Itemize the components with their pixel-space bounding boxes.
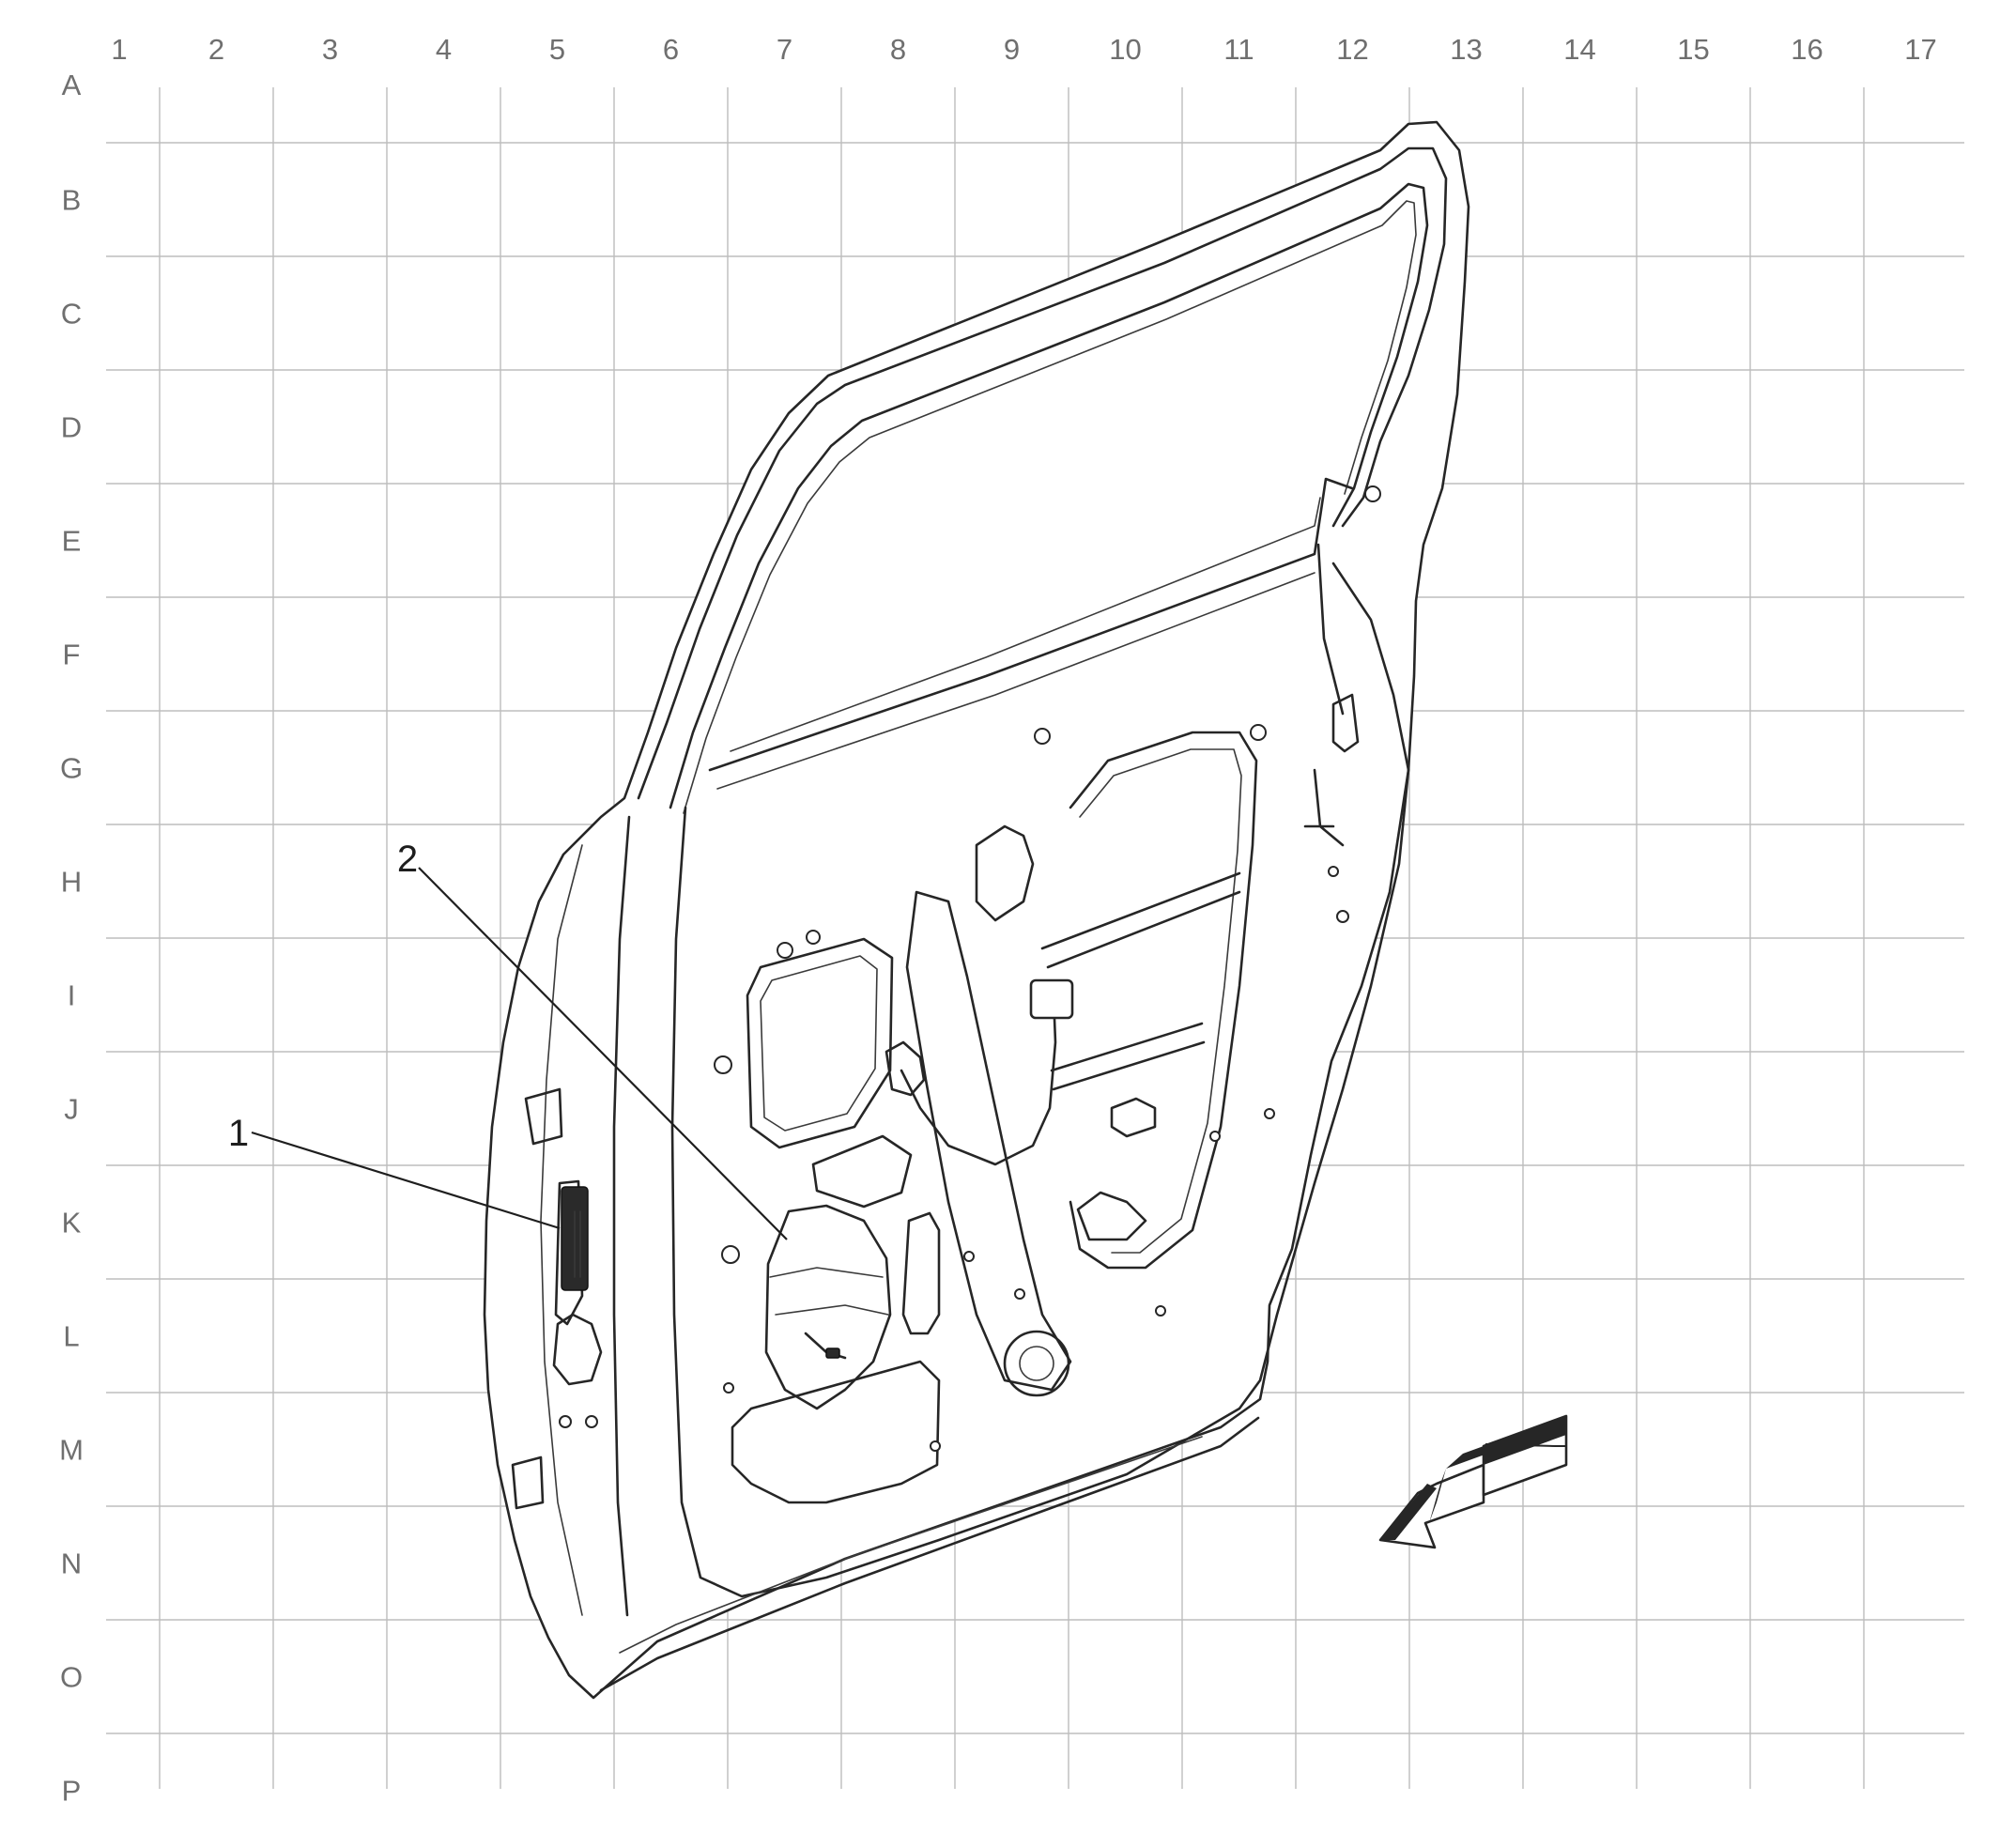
lower-sill-inner (619, 1436, 1203, 1654)
grid-row-label: A (62, 69, 82, 101)
wiring-connector-lower (825, 1348, 840, 1359)
grid-column-label: 11 (1223, 33, 1254, 66)
grid-column-label: 17 (1904, 33, 1936, 66)
water-deflector-seam (769, 1267, 889, 1316)
latch-connector-pins (574, 1210, 581, 1278)
grid-row-label: O (60, 1661, 83, 1694)
regulator-rail-lower (1050, 1022, 1206, 1091)
cutout-slot (901, 1211, 941, 1335)
grid-column-label: 15 (1677, 33, 1709, 66)
grid-row-label: N (61, 1548, 82, 1580)
harness-grommet (885, 1040, 926, 1097)
grid-column-label: 5 (549, 33, 565, 66)
callout-2: 2 (397, 839, 788, 1240)
grid-row-label: P (62, 1775, 82, 1808)
diagonal-channel (905, 890, 1072, 1392)
speaker-boss-inner (1019, 1346, 1054, 1381)
grid-column-label: 2 (208, 33, 224, 66)
window-frame-inner-edge (683, 200, 1417, 814)
window-frame-inner (669, 182, 1429, 809)
callout-2-leader (418, 867, 788, 1240)
grid-column-label: 9 (1004, 33, 1020, 66)
hinge-pillar (612, 815, 631, 1617)
door-outer-outline (483, 120, 1470, 1700)
grid-column-label: 16 (1791, 33, 1823, 66)
water-deflector-panel (764, 1204, 892, 1410)
grid-column-label: 7 (777, 33, 792, 66)
grid-row-label: F (63, 639, 81, 671)
callout-2-number: 2 (397, 839, 418, 880)
callout-1-leader (251, 1131, 561, 1230)
grid-row-labels: A B C D E F G H I J K L M N O P (59, 69, 84, 1808)
speaker-boss-outer (1003, 1330, 1070, 1397)
grid-column-label: 12 (1336, 33, 1368, 66)
grid-column-label: 3 (322, 33, 338, 66)
grid-column-label: 4 (436, 33, 452, 66)
grid-row-label: L (63, 1320, 79, 1353)
grid-column-label: 8 (890, 33, 906, 66)
inner-panel-boundary (670, 562, 1410, 1598)
grid-row-label: K (62, 1207, 82, 1240)
cutout-upper-left-inner (760, 955, 878, 1132)
belt-line-inner (716, 572, 1315, 790)
cutout-triangle (811, 1134, 913, 1209)
lower-sill (599, 1416, 1260, 1692)
wiring-harness-main (900, 993, 1057, 1166)
cutout-upper-triangle (975, 824, 1035, 922)
grid-row-label: M (59, 1434, 84, 1467)
window-frame-outer (637, 146, 1448, 800)
harness-connector-upper (1029, 978, 1074, 1020)
rear-harness (1316, 543, 1345, 716)
grid-row-label: H (61, 866, 82, 899)
grid-column-label: 14 (1563, 33, 1595, 66)
rear-bracket (1303, 768, 1345, 847)
inside-handle-recess (1110, 1097, 1157, 1138)
callout-1-number: 1 (228, 1113, 249, 1154)
cutout-upper-left (746, 937, 894, 1149)
grid-row-label: C (61, 298, 82, 331)
latch-mount (554, 1179, 584, 1326)
front-edge-slot (524, 1087, 563, 1146)
access-opening-upper (1069, 731, 1258, 1270)
grid-row-label: E (62, 525, 82, 558)
lower-bracket (1076, 1191, 1147, 1241)
hinge-pillar-edge (540, 844, 583, 1616)
belt-line (708, 477, 1354, 772)
front-edge-slot-lower (511, 1455, 545, 1510)
access-opening-inner (1079, 748, 1242, 1254)
grid-column-label: 6 (663, 33, 679, 66)
grid-column-label: 13 (1450, 33, 1482, 66)
grid-column-label: 1 (111, 33, 127, 66)
callout-1: 1 (228, 1113, 561, 1230)
front-direction-arrow-icon (1378, 1414, 1568, 1549)
fastener-holes (559, 485, 1381, 1452)
grid-row-label: G (60, 752, 83, 785)
grid-row-label: B (62, 184, 82, 217)
grid-row-label: J (64, 1093, 79, 1126)
rear-door-inner-panel-drawing (483, 120, 1470, 1700)
belt-reinforcement (730, 497, 1321, 752)
rear-grommet (1331, 693, 1360, 753)
latch-grommet (552, 1313, 603, 1386)
grid-row-label: I (68, 979, 76, 1012)
regulator-rail (1040, 871, 1241, 969)
cutout-lower (731, 1360, 941, 1504)
grid-row-label: D (61, 411, 82, 444)
grid-column-label: 10 (1109, 33, 1141, 66)
